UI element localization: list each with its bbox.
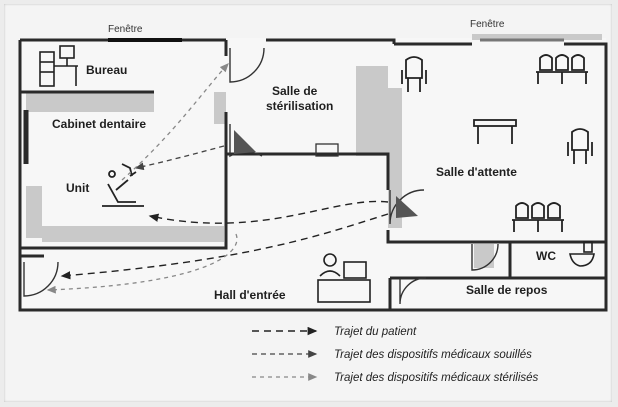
floor-plan-page: Fenêtre Fenêtre [4, 4, 612, 402]
path-patient [60, 200, 389, 280]
room-label-unit: Unit [66, 181, 89, 195]
armchair-icon [567, 128, 593, 164]
legend-item-patient: Trajet du patient [252, 326, 417, 338]
legend-item-souilles: Trajet des dispositifs médicaux souillés [252, 349, 532, 361]
legend: Trajet du patient Trajet des dispositifs… [252, 326, 539, 384]
room-label-sterilisation-2: stérilisation [266, 99, 333, 113]
room-label-wc: WC [536, 249, 556, 263]
room-label-cabinet: Cabinet dentaire [52, 117, 146, 131]
sink-icon [315, 143, 339, 157]
walls [18, 38, 608, 312]
bench-icon [512, 202, 564, 232]
dental-chair-icon [102, 163, 144, 207]
legend-label-sterilises: Trajet des dispositifs médicaux stérilis… [334, 372, 539, 384]
window-right-label: Fenêtre [470, 19, 505, 30]
room-label-sterilisation-1: Salle de [272, 84, 318, 98]
floor-plan: Fenêtre Fenêtre [18, 19, 608, 384]
path-souilles [134, 145, 225, 171]
room-label-attente: Salle d'attente [436, 165, 517, 179]
grey-zones [26, 34, 602, 268]
table-icon [473, 119, 517, 144]
legend-label-patient: Trajet du patient [334, 326, 417, 338]
bench-icon [536, 54, 588, 84]
room-label-bureau: Bureau [86, 63, 127, 77]
floor-area [20, 38, 606, 310]
armchair-icon [401, 56, 427, 92]
window-right: Fenêtre [470, 19, 564, 42]
room-label-hall: Hall d'entrée [214, 288, 286, 302]
toilet-icon [569, 241, 595, 267]
desk-icon [39, 45, 78, 87]
door-fills [234, 130, 418, 218]
legend-item-sterilises: Trajet des dispositifs médicaux stérilis… [252, 372, 539, 384]
window-left: Fenêtre [108, 24, 182, 42]
window-left-label: Fenêtre [108, 24, 143, 35]
path-sterilises [46, 63, 238, 294]
legend-label-souilles: Trajet des dispositifs médicaux souillés [334, 349, 532, 361]
reception-desk-icon [317, 253, 371, 303]
room-label-repos: Salle de repos [466, 283, 548, 297]
